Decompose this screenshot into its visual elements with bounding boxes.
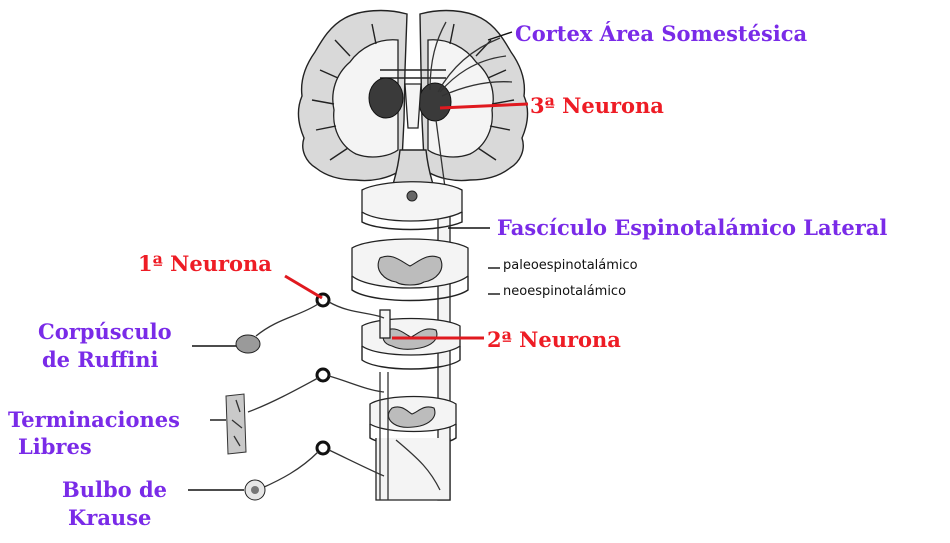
pointer-neurona1 bbox=[284, 274, 323, 300]
ganglion-3 bbox=[315, 440, 331, 456]
cord-segment-4 bbox=[369, 395, 457, 447]
pointer-neurona3 bbox=[439, 102, 529, 110]
label-bulbo-line2: Krause bbox=[68, 505, 152, 530]
label-neurona3: 3ª Neurona bbox=[530, 93, 664, 118]
label-corpusculo-line1: Corpúsculo bbox=[38, 319, 172, 344]
cord-segment-2 bbox=[351, 238, 469, 302]
label-cortex: Cortex Área Somestésica bbox=[515, 21, 808, 46]
label-neo: neoespinotalámico bbox=[503, 284, 627, 299]
label-bulbo-line1: Bulbo de bbox=[62, 477, 168, 502]
left-thalamus bbox=[368, 77, 404, 119]
spinal-cord bbox=[351, 181, 469, 501]
brain-section bbox=[297, 9, 529, 211]
peripheral-nerves bbox=[225, 292, 385, 501]
label-terminaciones-line2: Libres bbox=[18, 434, 92, 459]
ganglion-2 bbox=[315, 367, 331, 383]
label-paleo: paleoespinotalámico bbox=[503, 258, 638, 273]
right-white-matter bbox=[427, 39, 494, 158]
right-thalamus bbox=[418, 82, 452, 122]
ruffini-corpuscle bbox=[235, 334, 261, 354]
pointer-cortex bbox=[487, 31, 513, 41]
left-white-matter bbox=[332, 39, 399, 158]
label-fasciculo: Fascículo Espinotalámico Lateral bbox=[497, 215, 888, 240]
label-neurona2: 2ª Neurona bbox=[487, 327, 621, 352]
label-neurona1: 1ª Neurona bbox=[138, 251, 272, 276]
cord-segment-1 bbox=[361, 181, 463, 231]
label-corpusculo-line2: de Ruffini bbox=[42, 347, 159, 372]
pointer-lines bbox=[188, 31, 529, 491]
label-terminaciones-line1: Terminaciones bbox=[8, 407, 180, 432]
